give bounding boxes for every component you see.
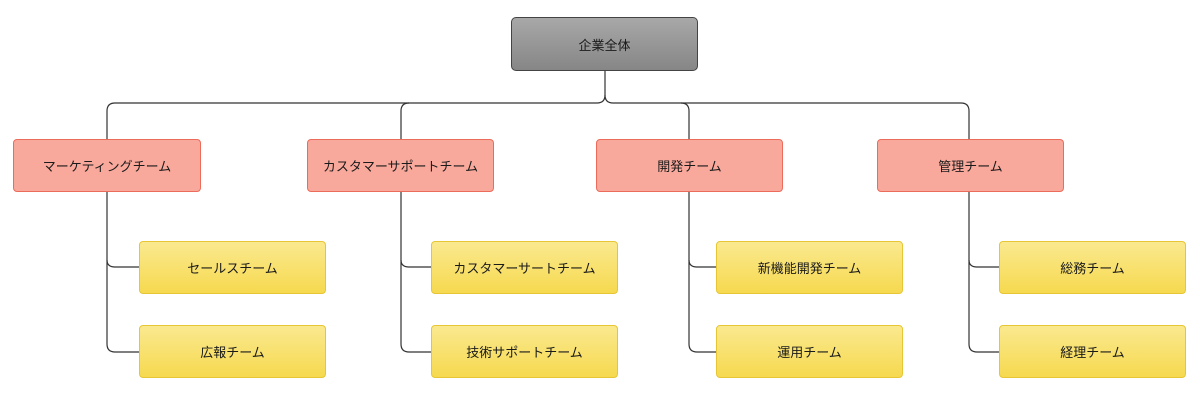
sub-team-node-label: カスタマーサートチーム bbox=[453, 262, 596, 277]
connector-root-right-bus bbox=[613, 102, 970, 139]
team-node-label: 開発チーム bbox=[657, 160, 722, 175]
sub-team-node-sales[interactable]: セールスチーム bbox=[139, 241, 326, 294]
connector-root-to-team-3 bbox=[680, 102, 690, 139]
team-node-marketing[interactable]: マーケティングチーム bbox=[13, 139, 201, 192]
sub-team-node-label: 技術サポートチーム bbox=[466, 346, 583, 361]
connector-team-2-to-sub-1 bbox=[400, 259, 431, 268]
sub-team-node-label: 総務チーム bbox=[1060, 262, 1125, 277]
connector-team-2-to-sub-2 bbox=[400, 192, 431, 353]
sub-team-node-operations[interactable]: 運用チーム bbox=[716, 325, 903, 378]
team-node-label: カスタマーサポートチーム bbox=[322, 160, 479, 175]
connector-root-left-bus bbox=[106, 102, 597, 139]
team-node-label: 管理チーム bbox=[938, 160, 1003, 175]
sub-team-node-label: 広報チーム bbox=[200, 346, 265, 361]
sub-team-node-tech-support[interactable]: 技術サポートチーム bbox=[431, 325, 618, 378]
sub-team-node-label: 経理チーム bbox=[1060, 346, 1125, 361]
sub-team-node-label: セールスチーム bbox=[187, 262, 278, 277]
sub-team-node-new-features[interactable]: 新機能開発チーム bbox=[716, 241, 903, 294]
root-node[interactable]: 企業全体 bbox=[511, 17, 698, 71]
connector-team-1-to-sub-2 bbox=[106, 192, 139, 353]
connector-team-4-to-sub-1 bbox=[968, 259, 999, 268]
root-node-label: 企業全体 bbox=[578, 38, 631, 54]
team-node-label: マーケティングチーム bbox=[42, 160, 172, 175]
sub-team-node-label: 新機能開発チーム bbox=[757, 262, 862, 277]
connector-team-3-to-sub-1 bbox=[688, 259, 716, 268]
connector-team-4-to-sub-2 bbox=[968, 192, 999, 353]
connector-team-3-to-sub-2 bbox=[688, 192, 716, 353]
connector-root-to-team-2 bbox=[400, 102, 410, 139]
team-node-administration[interactable]: 管理チーム bbox=[877, 139, 1064, 192]
connector-root-stem bbox=[596, 71, 606, 104]
sub-team-node-pr[interactable]: 広報チーム bbox=[139, 325, 326, 378]
sub-team-node-accounting[interactable]: 経理チーム bbox=[999, 325, 1186, 378]
team-node-development[interactable]: 開発チーム bbox=[596, 139, 783, 192]
connector-root-stem-right bbox=[604, 94, 614, 104]
sub-team-node-customer-service[interactable]: カスタマーサートチーム bbox=[431, 241, 618, 294]
connector-team-1-to-sub-1 bbox=[106, 259, 139, 268]
sub-team-node-label: 運用チーム bbox=[777, 346, 842, 361]
team-node-customer-support[interactable]: カスタマーサポートチーム bbox=[307, 139, 494, 192]
sub-team-node-general-affairs[interactable]: 総務チーム bbox=[999, 241, 1186, 294]
